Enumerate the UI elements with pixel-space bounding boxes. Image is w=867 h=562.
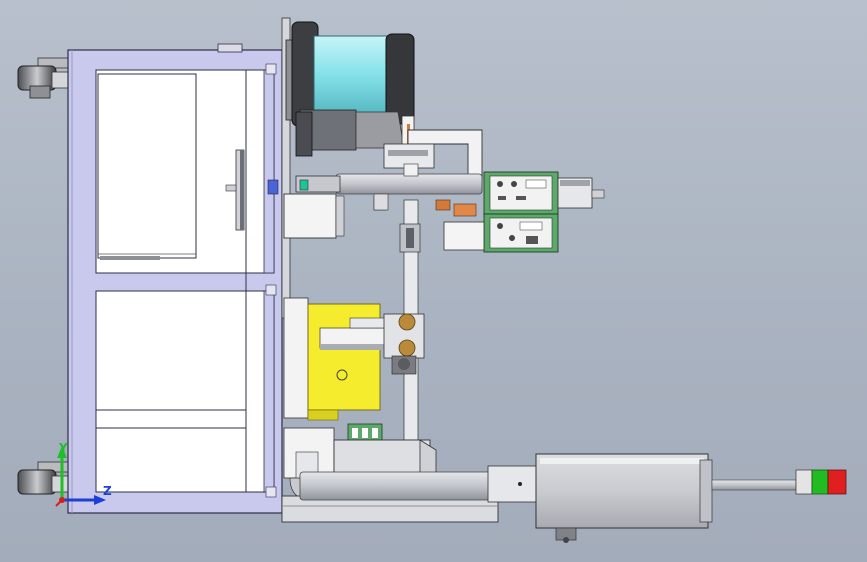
axis-triad	[55, 446, 106, 507]
control-pcb-upper	[483, 171, 559, 215]
electrical-box	[97, 73, 245, 260]
servo-motor-lower	[535, 453, 713, 543]
caster-top	[17, 57, 69, 99]
horizontal-arm	[319, 317, 391, 350]
axis-y-label: Y	[59, 441, 68, 455]
film-roll-cylinder	[291, 21, 415, 157]
lower-slide-rail	[281, 465, 537, 523]
gearbox-left	[283, 297, 309, 419]
control-pcb-lower	[483, 213, 559, 253]
small-cylinder-right	[557, 177, 605, 209]
l-bracket	[383, 129, 483, 179]
servo-motor-upper	[283, 193, 387, 239]
stack-light	[795, 469, 847, 495]
axis-z-label: Z	[103, 484, 112, 498]
output-rod	[711, 479, 797, 491]
caster-bottom	[17, 461, 69, 495]
main-horizontal-shaft	[267, 163, 483, 195]
terminal-block	[347, 423, 383, 443]
pulley-assembly	[383, 313, 425, 375]
copper-fittings	[435, 199, 485, 251]
